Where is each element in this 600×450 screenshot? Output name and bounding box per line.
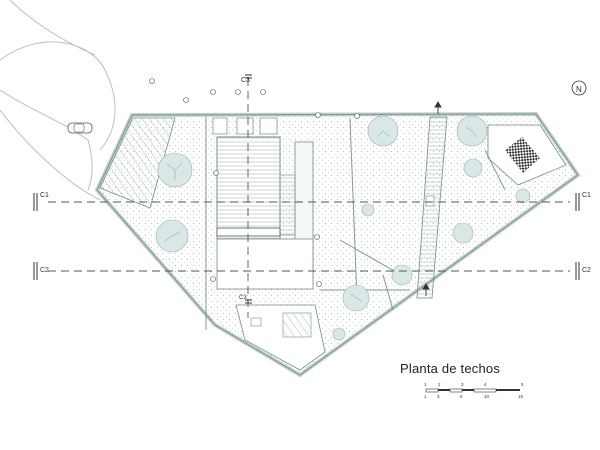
scale-tick: 6 — [460, 394, 463, 399]
scale-tick: 4 — [484, 382, 487, 387]
tree-icon — [452, 222, 474, 244]
section-label: C1 — [582, 192, 591, 199]
scale-tick: 3 — [461, 382, 464, 387]
section-label: C2 — [40, 267, 49, 274]
scale-tick: 10 — [484, 394, 490, 399]
car-icon — [67, 122, 93, 134]
scale-bar: 1 2 3 4 5 1 3 6 10 15 — [424, 382, 524, 399]
section-marker-c3-top: C3 — [241, 74, 252, 84]
scale-tick: 2 — [438, 382, 441, 387]
scale-tick: 1 — [424, 382, 427, 387]
section-marker-c2-right: C2 — [575, 262, 591, 280]
tree-icon — [391, 264, 413, 286]
direction-arrows — [422, 101, 442, 296]
section-label: C3 — [239, 295, 247, 301]
tree-icon — [332, 327, 346, 341]
lower-annex — [235, 304, 326, 371]
scale-tick: 15 — [518, 394, 524, 399]
section-marker-c2-left: C2 — [33, 262, 49, 280]
section-label: C2 — [582, 267, 591, 274]
section-marker-c3-mid: C3 — [239, 295, 252, 304]
parking-area — [99, 117, 176, 209]
tree-branches — [164, 126, 478, 302]
tree-icon — [463, 158, 483, 178]
section-marker-c1-right: C1 — [575, 192, 591, 211]
street-curves — [0, 0, 116, 201]
scale-tick: 5 — [521, 382, 524, 387]
boardwalk-strip — [416, 116, 448, 299]
reference-markers — [149, 78, 360, 287]
scale-tick: 1 — [424, 394, 427, 399]
section-marker-c1-left: C1 — [33, 192, 49, 211]
north-arrow-icon: N — [571, 80, 587, 96]
north-label: N — [576, 85, 582, 94]
right-pavilion — [487, 124, 567, 186]
drawing-title: Planta de techos — [400, 361, 501, 376]
section-lines — [48, 78, 570, 318]
tree-icon — [361, 203, 375, 217]
section-label: C1 — [40, 192, 49, 199]
section-label: C3 — [241, 77, 250, 84]
tree-icon — [515, 188, 531, 204]
scale-tick: 3 — [437, 394, 440, 399]
main-building-roof — [212, 117, 314, 290]
